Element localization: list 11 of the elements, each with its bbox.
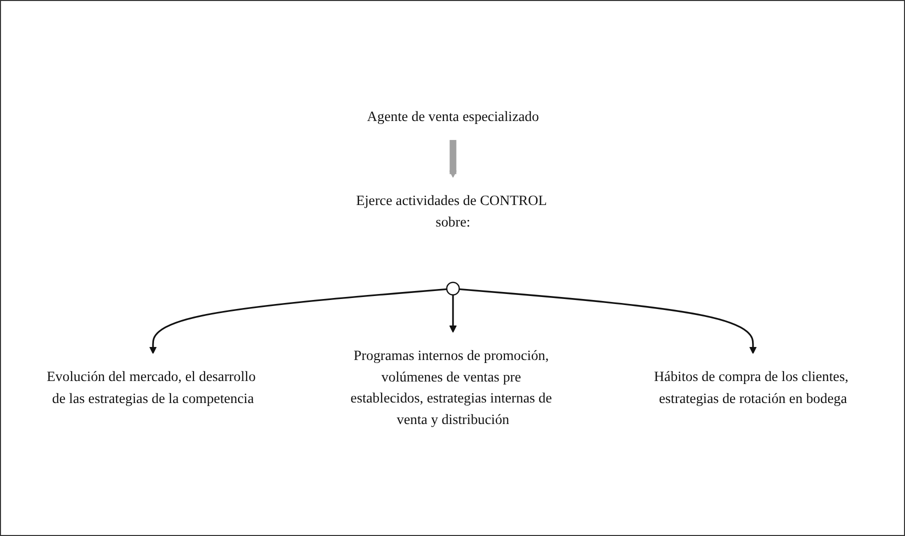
node-text: Agente de venta especializado [366,108,538,124]
arrow [148,288,446,354]
arrow [448,294,456,333]
arrow [458,288,756,354]
node-text: Programas internos de promoción, volúmenes de ventas pre establecidos, estrategias internas de venta y distribución [350,347,552,427]
flowchart-drawing: Agente de venta especializado Ejerce actividades de CONTROL sobre: Evolución del mercado, el desarrollo de las estrategias de la competencia Programas internos de promoción, volúmenes de ventas pre establecidos, estrategias internas de venta y distribución Hábitos de compra de los clientes, estrategias de rotación en bodega [12,86,892,450]
node-circle [446,282,460,296]
node-text: Hábitos de compra de los clientes, estrategias de rotación en bodega [654,368,848,406]
node-text: Evolución del mercado, el desarrollo de las estrategias de la competencia [46,368,256,406]
node-text: Ejerce actividades de CONTROL sobre: [356,192,546,230]
arrow [448,140,456,178]
